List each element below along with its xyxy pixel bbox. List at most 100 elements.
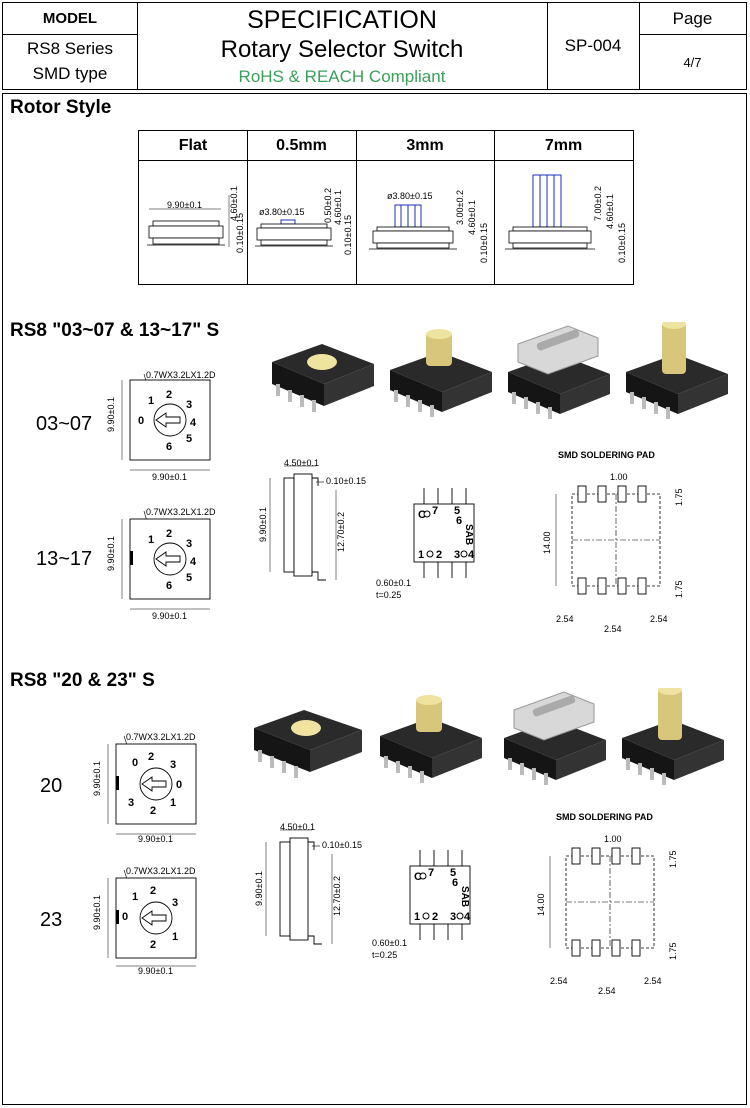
dial-d-bottom-dim: 9.90±0.1 bbox=[138, 966, 173, 976]
section1-title: RS8 "03~07 & 13~17" S bbox=[10, 320, 220, 341]
dial-a-digit-0: 0 bbox=[138, 415, 144, 427]
section1-pin-layout: C 7 5 6 SAB 1 2 3 4 0.60±0.1 t=0.25 bbox=[376, 488, 475, 600]
three-rotor-dim: 3.00±0.2 bbox=[455, 190, 465, 225]
dial-c-digit-2b: 2 bbox=[150, 805, 156, 817]
seven-height-dim: 4.60±0.1 bbox=[605, 194, 615, 229]
dial-b-digit-5: 5 bbox=[186, 572, 192, 584]
dial-a-knob-note: 0.7WX3.2LX1.2D bbox=[146, 370, 216, 380]
s2-side-length-dim: 12.70±0.2 bbox=[332, 876, 342, 916]
col-0-5mm: 0.5mm bbox=[276, 136, 327, 154]
series-name: RS8 Series bbox=[27, 39, 113, 58]
dial-a-digit-5: 5 bbox=[186, 433, 192, 445]
col-flat: Flat bbox=[178, 136, 208, 154]
render-seven-mm-switch bbox=[626, 322, 728, 419]
dial-d-digit-1b: 1 bbox=[172, 931, 178, 943]
col-7mm: 7mm bbox=[544, 136, 583, 154]
s1-pin-thickness: t=0.25 bbox=[376, 590, 401, 600]
dial-a-bottom-dim: 9.90±0.1 bbox=[152, 472, 187, 482]
s2-pad-top-dim: 1.75 bbox=[668, 850, 678, 868]
s2-pin-c: C bbox=[414, 871, 422, 883]
dial-03-07-drawing: 0.7WX3.2LX1.2D 0 1 2 3 4 5 6 9.90±0.1 9.… bbox=[106, 370, 216, 482]
dial-c-digit-1b: 1 bbox=[170, 797, 176, 809]
product-name: Rotary Selector Switch bbox=[220, 36, 464, 63]
flat-height-dim: 4.60±0.1 bbox=[229, 186, 239, 221]
flat-standoff-dim: 0.10±0.15 bbox=[235, 213, 245, 253]
s1-pin-sab: SAB bbox=[463, 524, 474, 545]
section2-product-renders bbox=[254, 688, 724, 785]
dial-a-digit-1: 1 bbox=[148, 395, 154, 407]
dial-23-drawing: 0.7WX3.2LX1.2D 0 1 2 3 2 1 9.90±0.1 9.90… bbox=[92, 866, 197, 976]
s2-pad-width-dim: 1.00 bbox=[604, 834, 622, 844]
s1-pin-5: 5 bbox=[454, 505, 460, 517]
render2-three-mm-switch bbox=[504, 691, 606, 785]
dial-a-digit-4: 4 bbox=[190, 417, 197, 429]
s1-side-length-dim: 12.70±0.2 bbox=[336, 512, 346, 552]
s1-pin-2: 2 bbox=[436, 549, 442, 561]
section1-side-view: 4.50±0.1 0.10±0.15 9.90±0.1 12.70±0.2 bbox=[258, 458, 366, 581]
title-block: MODEL RS8 Series SMD type SPECIFICATION … bbox=[2, 2, 747, 90]
mount-type: SMD type bbox=[32, 64, 108, 83]
dial-c-digit-3: 3 bbox=[170, 759, 176, 771]
s2-pin-thickness: t=0.25 bbox=[372, 950, 397, 960]
dial-b-side-dim: 9.90±0.1 bbox=[106, 536, 116, 571]
seven-mm-rotor-drawing: 7.00±0.2 4.60±0.1 0.10±0.15 bbox=[505, 174, 627, 263]
dial-b-digit-2: 2 bbox=[166, 528, 172, 540]
s1-pad-bottom-dim: 1.75 bbox=[674, 580, 684, 598]
three-standoff-dim: 0.10±0.15 bbox=[479, 223, 489, 263]
dial-a-digit-6: 6 bbox=[166, 441, 172, 453]
s2-pin-7: 7 bbox=[428, 867, 434, 879]
s1-pin-4: 4 bbox=[468, 549, 475, 561]
seven-standoff-dim: 0.10±0.15 bbox=[617, 223, 627, 263]
half-standoff-dim: 0.10±0.15 bbox=[343, 215, 353, 255]
dial-d-digit-2: 2 bbox=[150, 885, 156, 897]
s1-pad-pitch-left: 2.54 bbox=[556, 614, 574, 624]
code-03-07: 03~07 bbox=[36, 413, 93, 435]
dial-c-bottom-dim: 9.90±0.1 bbox=[138, 834, 173, 844]
dial-b-bottom-dim: 9.90±0.1 bbox=[152, 611, 187, 621]
dial-c-digit-2: 2 bbox=[148, 751, 154, 763]
s2-side-height-dim: 9.90±0.1 bbox=[254, 871, 264, 906]
dial-c-digit-3b: 3 bbox=[128, 797, 134, 809]
page-number: 4/7 bbox=[683, 55, 702, 70]
page-label: Page bbox=[672, 8, 713, 28]
flat-width-dim: 9.90±0.1 bbox=[167, 200, 202, 210]
dial-d-digit-0: 0 bbox=[122, 911, 128, 923]
dial-c-side-dim: 9.90±0.1 bbox=[92, 761, 102, 796]
s1-pin-width-dim: 0.60±0.1 bbox=[376, 578, 411, 588]
render2-flat-switch bbox=[254, 710, 362, 778]
s2-pad-title: SMD SOLDERING PAD bbox=[556, 812, 653, 822]
section2-title: RS8 "20 & 23" S bbox=[10, 670, 155, 691]
dial-d-knob-note: 0.7WX3.2LX1.2D bbox=[126, 866, 196, 876]
s2-pin-sab: SAB bbox=[459, 886, 470, 907]
code-13-17: 13~17 bbox=[36, 548, 93, 570]
section1-product-renders bbox=[272, 322, 728, 419]
code-20: 20 bbox=[40, 775, 63, 797]
render-half-mm-switch bbox=[390, 329, 492, 417]
s1-side-standoff-dim: 0.10±0.15 bbox=[326, 476, 366, 486]
dial-b-digit-1: 1 bbox=[148, 534, 154, 546]
doc-heading: SPECIFICATION bbox=[247, 5, 437, 34]
s2-side-standoff-dim: 0.10±0.15 bbox=[322, 840, 362, 850]
s1-side-height-dim: 9.90±0.1 bbox=[258, 507, 268, 542]
s1-pad-width-dim: 1.00 bbox=[610, 472, 628, 482]
s2-pin-6: 6 bbox=[452, 877, 458, 889]
col-3mm: 3mm bbox=[406, 136, 444, 154]
s2-pin-4: 4 bbox=[464, 911, 471, 923]
s1-pad-pitch-right: 2.54 bbox=[650, 614, 668, 624]
three-mm-rotor-drawing: ø3.80±0.15 3.00±0.2 4.60±0.1 0.10±0.15 bbox=[369, 190, 489, 263]
s1-side-depth-dim: 4.50±0.1 bbox=[284, 458, 319, 468]
three-height-dim: 4.60±0.1 bbox=[467, 200, 477, 235]
dial-b-knob-note: 0.7WX3.2LX1.2D bbox=[146, 507, 216, 517]
flat-rotor-drawing: 9.90±0.1 4.60±0.1 0.10±0.15 bbox=[147, 186, 245, 253]
render-three-mm-switch bbox=[508, 325, 610, 419]
s2-pin-1: 1 bbox=[414, 911, 420, 923]
s2-pin-width-dim: 0.60±0.1 bbox=[372, 938, 407, 948]
dial-b-digit-3: 3 bbox=[186, 538, 192, 550]
code-23: 23 bbox=[40, 909, 63, 931]
s2-pad-pitch-mid: 2.54 bbox=[598, 986, 616, 996]
dial-c-digit-1: 0 bbox=[132, 757, 138, 769]
half-height-dim: 4.60±0.1 bbox=[333, 190, 343, 225]
rotor-style-title: Rotor Style bbox=[10, 97, 112, 118]
dial-a-digit-3: 3 bbox=[186, 399, 192, 411]
section2-side-view: 4.50±0.1 0.10±0.15 9.90±0.1 12.70±0.2 bbox=[254, 822, 362, 945]
